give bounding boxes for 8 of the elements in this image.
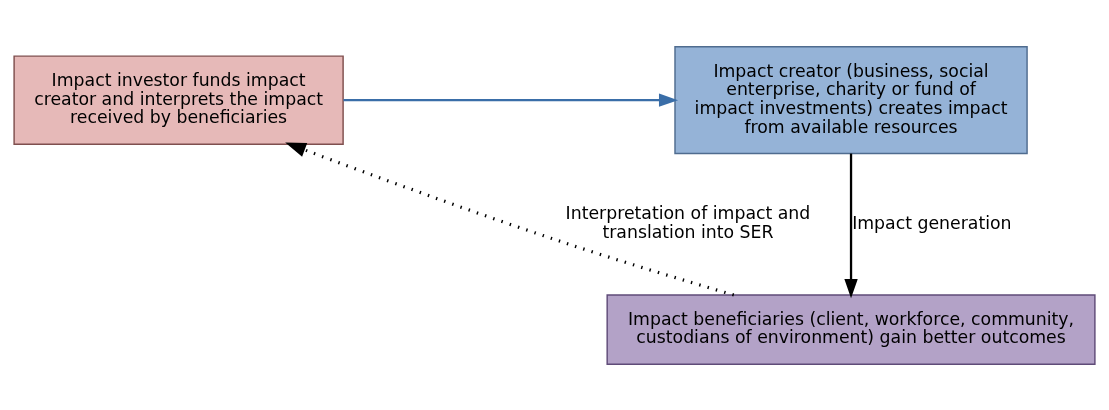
edge-label: Impact generation (852, 212, 1012, 233)
node-box: Impact beneficiaries (client, workforce, community, custodians of environment) gain better outcomes (606, 293, 1096, 365)
node-box: Impact investor funds impact creator and interprets the impact received by beneficiaries (13, 54, 344, 145)
edge-label: Interpretation of impact and translation into SER (565, 202, 811, 242)
arrow (844, 153, 858, 298)
arrow (343, 93, 679, 107)
node-box: Impact creator (business, social enterprise, charity or fund of impact investments) creates impact from available resources (674, 45, 1028, 154)
arrow (285, 142, 735, 296)
